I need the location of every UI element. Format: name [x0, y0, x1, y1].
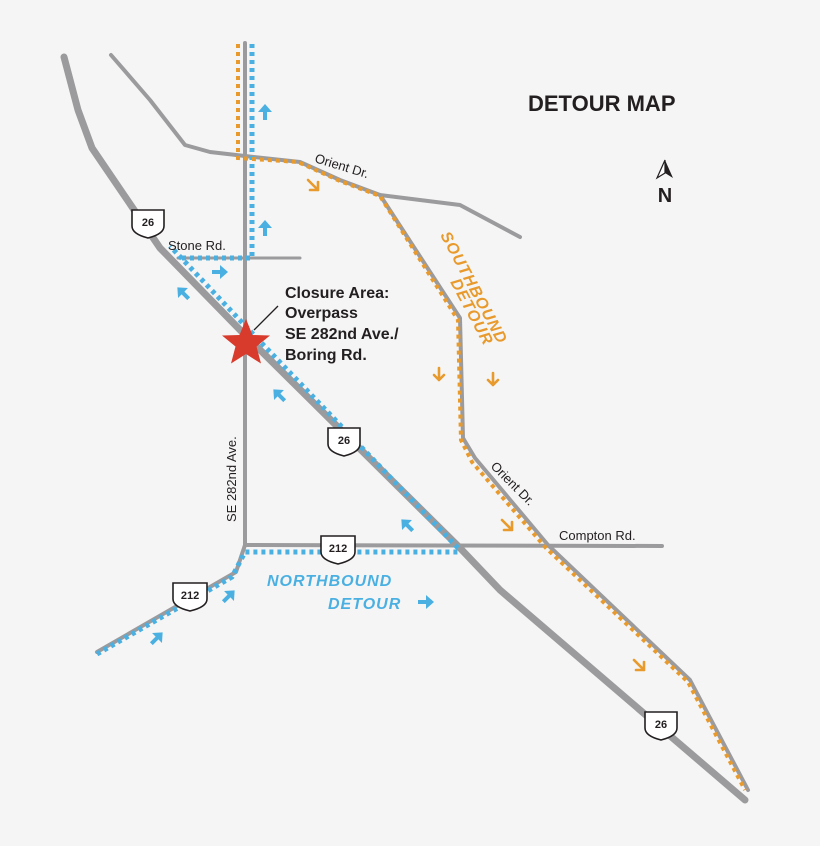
northwest-arrow-icon [268, 384, 290, 406]
compton-rd-label: Compton Rd. [559, 528, 636, 543]
east-arrow-icon [418, 595, 434, 609]
north-arrow-icon: N [655, 159, 673, 207]
closure-star-icon [222, 319, 270, 364]
northeast-arrow-icon [218, 585, 240, 607]
southeast-arrow-icon [306, 178, 320, 192]
closure-leader-line [253, 305, 279, 331]
north-arrow-icon [258, 220, 272, 236]
closure-label-line2: Overpass [285, 305, 358, 322]
us212-shield-number: 212 [329, 543, 347, 555]
northbound-detour-label-line1: NORTHBOUND [267, 573, 392, 590]
closure-label-line1: Closure Area: [285, 285, 389, 302]
southeast-arrow-icon [500, 518, 514, 532]
southbound-detour-route [236, 44, 747, 791]
orient-dr-south-road [378, 193, 750, 792]
us26-shield-number: 26 [338, 435, 350, 447]
us26-shield-number: 26 [655, 719, 667, 731]
northbound-detour-label-line2: DETOUR [328, 596, 401, 613]
roads [60, 41, 750, 804]
northwest-arrow-icon [172, 282, 194, 304]
us26-shield-mid: 26 [327, 427, 361, 457]
northeast-arrow-icon [146, 627, 168, 649]
closure-label-line3: SE 282nd Ave./ [285, 326, 399, 343]
compton-rd-road [243, 543, 664, 548]
south-arrow-icon [432, 366, 446, 382]
us26-shield-number: 26 [142, 217, 154, 229]
stone-rd-label: Stone Rd. [168, 238, 226, 253]
east-arrow-icon [212, 265, 228, 279]
us212-shield-center: 212 [320, 535, 356, 565]
closure-label-line4: Boring Rd. [285, 347, 367, 364]
south-arrow-icon [486, 371, 500, 387]
southbound-arrows [306, 178, 646, 672]
northbound-detour-route [95, 44, 460, 657]
southeast-arrow-icon [632, 658, 646, 672]
se282-label: SE 282nd Ave. [224, 436, 239, 522]
northwest-arrow-icon [396, 514, 418, 536]
us26-shield-top: 26 [131, 209, 165, 239]
map-title: DETOUR MAP [528, 91, 676, 116]
north-label: N [658, 185, 672, 207]
orient-dr-upper-label: Orient Dr. [313, 151, 371, 182]
us26-road [60, 53, 749, 804]
se282-road [95, 41, 247, 654]
us212-shield-left: 212 [172, 582, 208, 612]
north-arrow-icon [258, 104, 272, 120]
us212-shield-number: 212 [181, 590, 199, 602]
us26-shield-bottom: 26 [644, 711, 678, 741]
orient-upper-left-road [109, 53, 247, 158]
